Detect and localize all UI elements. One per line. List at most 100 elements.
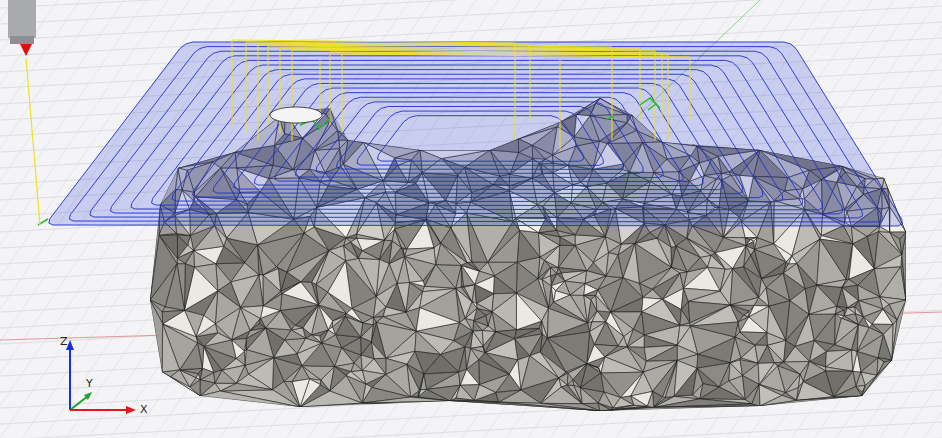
mesh-triangle — [567, 373, 573, 385]
mesh-triangle — [361, 355, 374, 370]
contour-pass — [254, 88, 703, 186]
mesh-triangle — [220, 383, 272, 391]
mesh-triangle — [786, 256, 792, 264]
cut-plane — [49, 42, 902, 226]
mesh-triangle — [386, 358, 407, 374]
mesh-triangle — [826, 350, 853, 371]
mesh-triangle — [214, 370, 222, 383]
mesh-triangle — [424, 372, 459, 389]
mesh-triangle — [646, 345, 677, 361]
mesh-triangle — [177, 258, 185, 263]
mesh-triangle — [862, 360, 892, 396]
mesh-triangle — [855, 314, 863, 325]
mesh-triangle — [404, 248, 434, 257]
mesh-triangle — [849, 269, 874, 286]
mesh-triangle — [861, 358, 878, 375]
contour-pass — [336, 106, 623, 169]
mesh-triangle — [461, 265, 474, 286]
mesh-triangle — [319, 292, 347, 313]
rapid-move — [560, 60, 561, 150]
mesh-triangle — [600, 406, 760, 411]
mesh-triangle — [177, 235, 190, 246]
mesh-triangle — [418, 390, 420, 397]
mesh-triangle — [601, 357, 643, 373]
contour-pass — [49, 42, 902, 226]
grid-line — [0, 0, 942, 40]
mesh-triangle — [291, 325, 303, 330]
mesh-triangle — [884, 324, 894, 360]
rapid-move — [268, 46, 640, 125]
mesh-triangle — [580, 373, 604, 392]
cutting-tool — [8, 0, 40, 225]
mesh-triangle — [842, 285, 859, 300]
mesh-triangle — [162, 324, 180, 372]
mesh-triangle — [697, 368, 719, 387]
contour-pass — [213, 79, 743, 194]
arrow-head — [126, 406, 136, 414]
mesh-triangle — [767, 345, 783, 362]
grid-line — [0, 0, 14, 438]
mesh-triangle — [580, 388, 598, 404]
mesh-triangle — [475, 284, 494, 303]
mesh-triangle — [834, 387, 862, 397]
mesh-triangle — [594, 322, 618, 346]
mesh-triangle — [814, 314, 835, 345]
rapid-move — [330, 52, 668, 140]
mesh-triangle — [809, 306, 837, 314]
mesh-triangle — [644, 345, 677, 361]
mesh-triangle — [184, 264, 194, 311]
mesh-triangle — [690, 326, 735, 354]
tool-body — [8, 0, 36, 38]
mesh-triangle — [542, 321, 548, 338]
mesh-triangle — [459, 369, 467, 385]
contour-pass — [172, 70, 783, 202]
contour-pass — [90, 51, 863, 218]
axis-label: Y — [86, 378, 93, 389]
toolpath — [38, 40, 902, 226]
mesh-triangle — [496, 390, 521, 402]
mesh-triangle — [760, 395, 797, 406]
mesh-triangle — [767, 340, 785, 362]
mesh-triangle — [565, 281, 585, 295]
mesh-triangle — [730, 305, 754, 311]
mesh-triangle — [371, 322, 386, 358]
mesh-triangle — [817, 285, 842, 306]
contour-pass — [275, 93, 683, 182]
tool-shank — [10, 36, 34, 44]
rapid-move — [258, 44, 612, 141]
mesh-triangle — [216, 264, 231, 291]
mesh-triangle — [835, 310, 844, 316]
mesh-triangle — [332, 316, 345, 327]
rapid-move — [292, 50, 662, 141]
mesh-triangle — [163, 310, 196, 336]
mesh-triangle — [515, 334, 543, 356]
mesh-triangle — [874, 255, 901, 269]
contour-pass — [295, 97, 663, 177]
mesh-triangle — [609, 244, 622, 255]
rapid-move — [280, 48, 655, 140]
mesh-triangle — [611, 298, 643, 312]
mesh-triangle — [740, 332, 767, 345]
mesh-triangle — [300, 403, 600, 411]
mesh-triangle — [415, 331, 441, 354]
mesh-triangle — [592, 311, 606, 322]
mesh-triangle — [890, 232, 906, 239]
mesh-triangle — [483, 332, 495, 353]
axis-arrow — [69, 346, 71, 410]
lead-move — [318, 118, 330, 130]
mesh-triangle — [858, 285, 880, 300]
mesh-triangle — [653, 360, 678, 397]
mesh-triangle — [517, 230, 540, 262]
mesh-triangle — [492, 312, 516, 332]
contour-pass — [357, 111, 603, 165]
mesh-triangle — [584, 290, 598, 296]
mesh-triangle — [759, 384, 785, 395]
mesh-triangle — [281, 282, 301, 294]
mesh-triangle — [647, 391, 653, 407]
mesh-triangle — [330, 366, 346, 391]
mesh-triangle — [473, 321, 483, 332]
mesh-triangle — [627, 329, 644, 347]
mesh-triangle — [362, 401, 600, 411]
